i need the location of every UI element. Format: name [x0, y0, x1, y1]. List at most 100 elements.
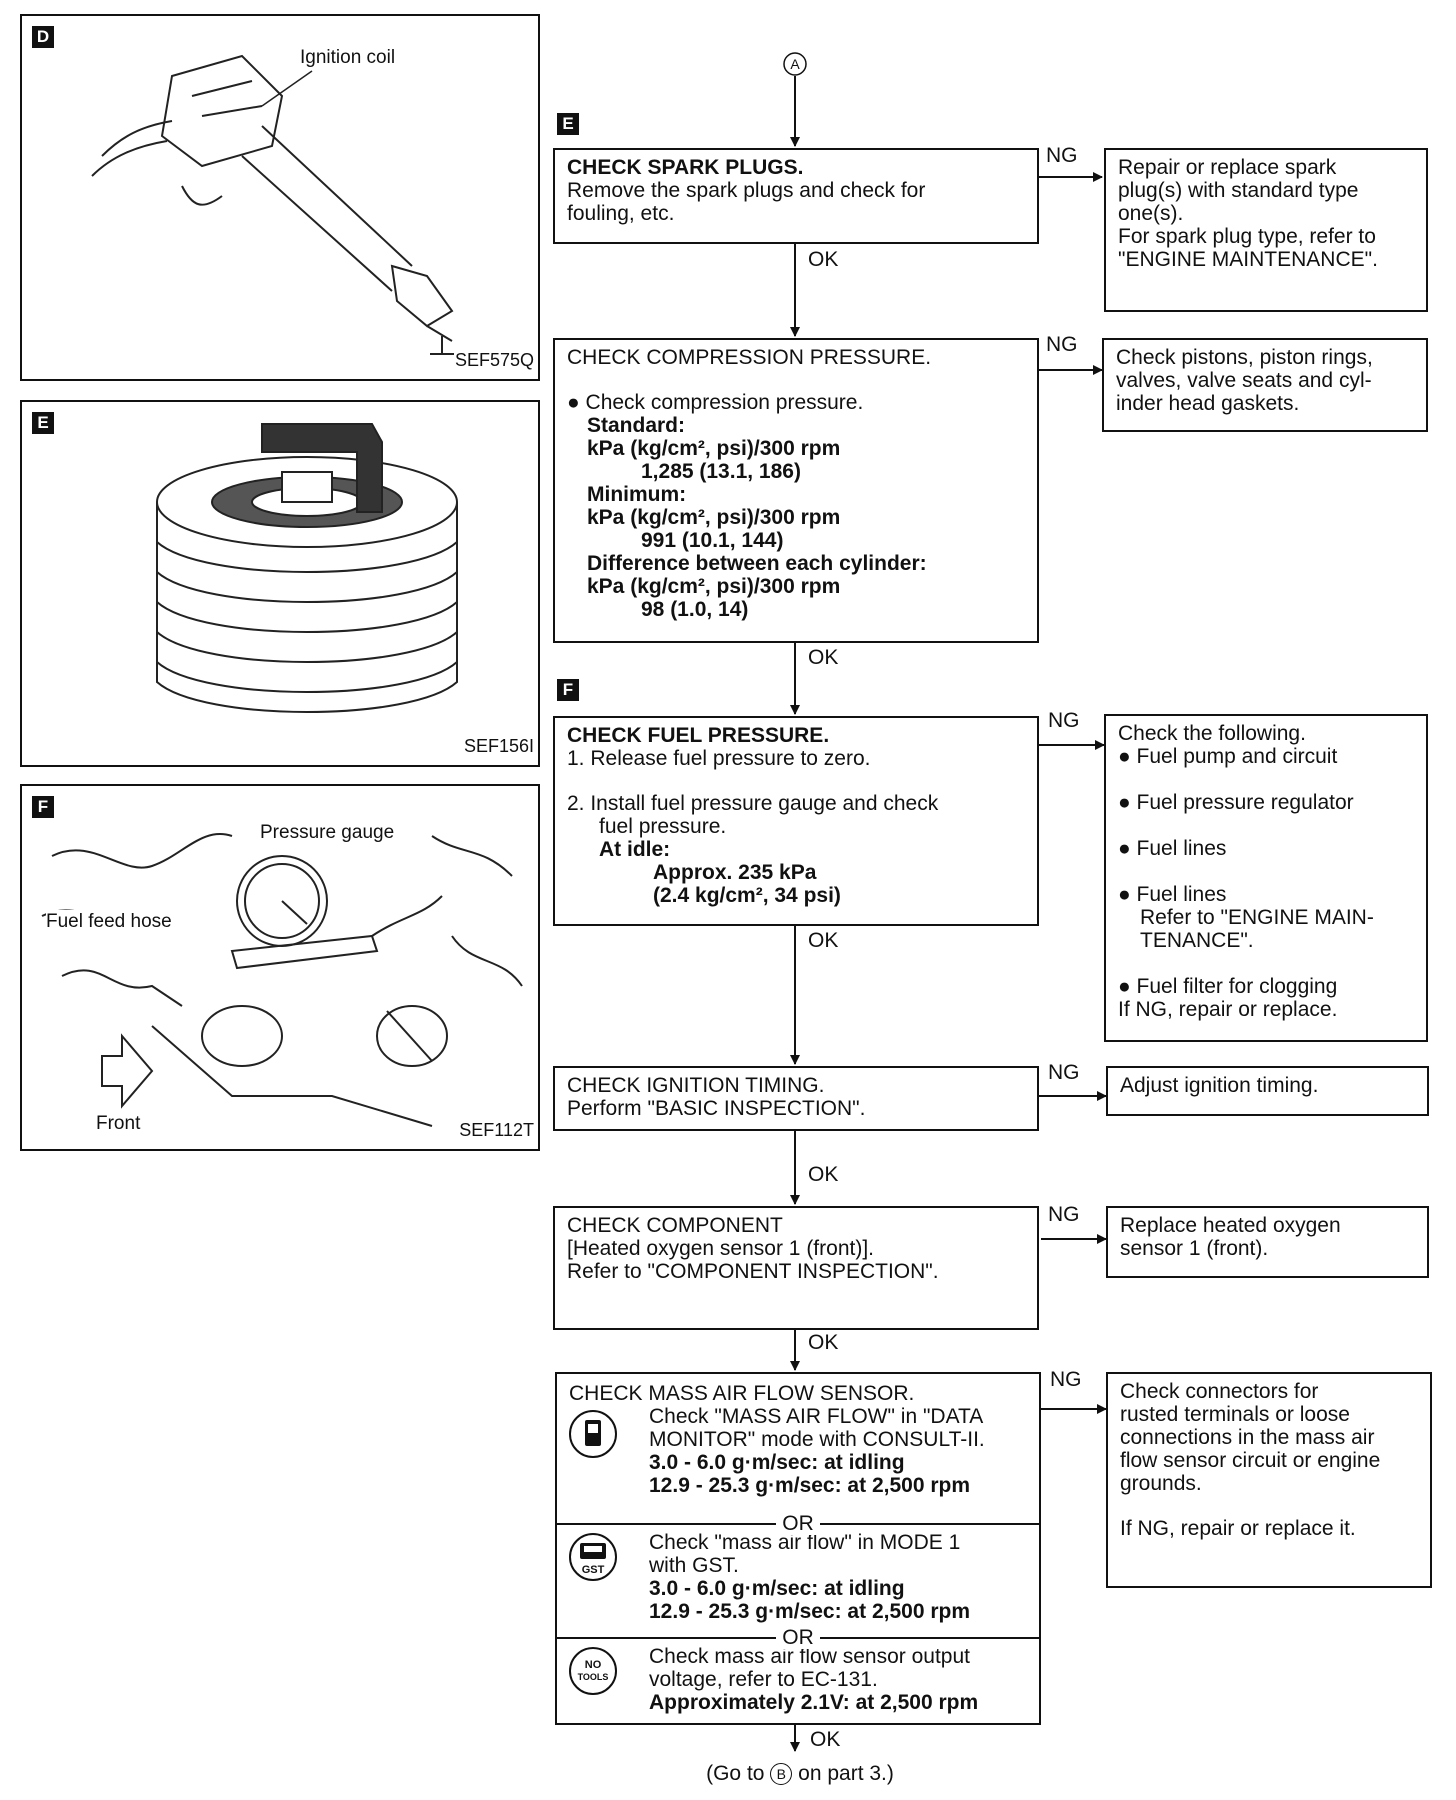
- ignition-ng-text: Adjust ignition timing.: [1120, 1074, 1319, 1097]
- check-fuel-pressure-box: CHECK FUEL PRESSURE. 1. Release fuel pre…: [553, 716, 1039, 926]
- check-fuel-pressure-title: CHECK FUEL PRESSURE.: [567, 724, 830, 747]
- ok-label-ignition: OK: [808, 1163, 839, 1186]
- ignition-ng-remedy-box: Adjust ignition timing.: [1106, 1066, 1429, 1116]
- maf-section-gst: OR GST Check "mass air flow" in MODE 1 w…: [557, 1512, 1039, 1637]
- spark-ng-text-3: one(s).: [1118, 202, 1184, 225]
- spark-ng-text-5: "ENGINE MAINTENANCE".: [1118, 248, 1378, 271]
- fuel-ng-item-1: ● Fuel pump and circuit: [1118, 745, 1414, 768]
- compression-standard-label: Standard:: [587, 414, 686, 437]
- no-tools-icon: NO TOOLS: [569, 1647, 617, 1695]
- maf-consult-line-1: Check "MASS AIR FLOW" in "DATA: [649, 1405, 984, 1428]
- ng-label-compression: NG: [1046, 333, 1078, 356]
- bullet-dot: ●: [567, 391, 586, 414]
- ignition-coil-label: Ignition coil: [300, 47, 396, 68]
- fuel-feed-hose-label: Fuel feed hose: [46, 910, 172, 933]
- check-spark-plugs-text-2: fouling, etc.: [567, 202, 675, 225]
- check-spark-plugs-box: CHECK SPARK PLUGS. Remove the spark plug…: [553, 148, 1039, 244]
- go-to-prefix: (Go to: [706, 1762, 765, 1785]
- check-spark-plugs-title: CHECK SPARK PLUGS.: [567, 156, 804, 179]
- fuel-ng-item-3-text: Fuel lines: [1136, 837, 1227, 860]
- panel-f: F Pressure gauge Fuel feed hose Front SE…: [20, 784, 540, 1151]
- fuel-ng-item-4: ● Fuel lines: [1118, 883, 1414, 906]
- check-compression-box: CHECK COMPRESSION PRESSURE. ● Check comp…: [553, 338, 1039, 643]
- maf-consult-line-2: MONITOR" mode with CONSULT-II.: [649, 1428, 985, 1451]
- maf-gst-line-1: Check "mass air flow" in MODE 1: [649, 1531, 961, 1554]
- bullet-dot: ●: [1118, 837, 1137, 860]
- compression-ng-text-2: valves, valve seats and cyl-: [1116, 369, 1372, 392]
- gst-device-glyph: [580, 1543, 606, 1559]
- bullet-dot: ●: [1118, 791, 1137, 814]
- fuel-ng-item-5-text: Fuel filter for clogging: [1136, 975, 1338, 998]
- check-compression-title: CHECK COMPRESSION PRESSURE.: [567, 346, 932, 369]
- ng-label-maf: NG: [1050, 1368, 1082, 1391]
- fuel-ng-item-2: ● Fuel pressure regulator: [1118, 791, 1414, 814]
- panel-d: D Ignition coil SEF575Q: [20, 14, 540, 381]
- front-label: Front: [96, 1113, 141, 1134]
- component-ng-text-2: sensor 1 (front).: [1120, 1237, 1269, 1260]
- maf-ng-text-4: flow sensor circuit or engine: [1120, 1449, 1381, 1472]
- fuel-ng-remedy-box: Check the following. ● Fuel pump and cir…: [1104, 714, 1428, 1042]
- ignition-coil-illustration: [91, 54, 454, 355]
- spark-ng-text-1: Repair or replace spark: [1118, 156, 1337, 179]
- compression-value-standard: 1,285 (13.1, 186): [641, 460, 801, 483]
- ok-label-maf: OK: [810, 1728, 841, 1751]
- fuel-ng-item-3: ● Fuel lines: [1118, 837, 1414, 860]
- fuel-step-2b: fuel pressure.: [599, 815, 727, 838]
- spark-ng-text-4: For spark plug type, refer to: [1118, 225, 1376, 248]
- compression-ng-remedy-box: Check pistons, piston rings, valves, val…: [1102, 338, 1428, 432]
- ok-label-spark: OK: [808, 248, 839, 271]
- section-f-tag: F: [557, 679, 579, 701]
- fuel-ng-item-4-ref-2: TENANCE".: [1140, 929, 1254, 952]
- check-ignition-timing-text: Perform "BASIC INSPECTION".: [567, 1097, 866, 1120]
- ok-label-fuel: OK: [808, 929, 839, 952]
- compression-value-minimum: 991 (10.1, 144): [641, 529, 784, 552]
- maf-gst-spec-2500: 12.9 - 25.3 g·m/sec: at 2,500 rpm: [649, 1600, 970, 1623]
- compression-value-difference: 98 (1.0, 14): [641, 598, 749, 621]
- fuel-step-1: 1. Release fuel pressure to zero.: [567, 747, 871, 770]
- no-tools-icon-line-1: NO: [584, 1659, 602, 1671]
- component-ng-text-1: Replace heated oxygen: [1120, 1214, 1341, 1237]
- maf-section-no-tools: OR NO TOOLS Check mass air flow sensor o…: [557, 1626, 1039, 1723]
- compression-ng-text-1: Check pistons, piston rings,: [1116, 346, 1373, 369]
- panel-d-tag: D: [32, 26, 54, 48]
- ng-label-component: NG: [1048, 1203, 1080, 1226]
- fuel-ng-head: Check the following.: [1118, 722, 1306, 745]
- fuel-ng-item-1-text: Fuel pump and circuit: [1136, 745, 1338, 768]
- maf-no-tools-line-2: voltage, refer to EC-131.: [649, 1668, 878, 1691]
- or-label-2: OR: [557, 1626, 1039, 1649]
- or-text: OR: [776, 1626, 820, 1649]
- bullet-dot: ●: [1118, 745, 1137, 768]
- panel-d-code: SEF575Q: [454, 350, 534, 370]
- maf-gst-text: Check "mass air flow" in MODE 1 with GST…: [569, 1531, 1027, 1623]
- maf-no-tools-line-1: Check mass air flow sensor output: [649, 1645, 970, 1668]
- bullet-dot: ●: [1118, 975, 1137, 998]
- spark-plug-illustration: [156, 423, 458, 713]
- check-component-text-2: Refer to "COMPONENT INSPECTION".: [567, 1260, 939, 1283]
- ng-label-ignition: NG: [1048, 1061, 1080, 1084]
- maf-ng-remedy-box: Check connectors for rusted terminals or…: [1106, 1372, 1432, 1588]
- maf-consult-text: Check "MASS AIR FLOW" in "DATA MONITOR" …: [569, 1405, 1027, 1497]
- ng-label-spark: NG: [1046, 144, 1078, 167]
- fuel-ng-item-2-text: Fuel pressure regulator: [1136, 791, 1354, 814]
- bullet-dot: ●: [1118, 883, 1137, 906]
- compression-unit-2: kPa (kg/cm², psi)/300 rpm: [587, 506, 841, 529]
- panel-e: E SEF156I: [20, 400, 540, 767]
- maf-gst-spec-idle: 3.0 - 6.0 g·m/sec: at idling: [649, 1577, 905, 1600]
- fuel-ng-item-6: If NG, repair or replace.: [1118, 998, 1338, 1021]
- fuel-step-2a: 2. Install fuel pressure gauge and check: [567, 792, 939, 815]
- compression-ng-text-3: inder head gaskets.: [1116, 392, 1300, 415]
- ok-label-compression: OK: [808, 646, 839, 669]
- gst-icon-label: GST: [581, 1564, 605, 1576]
- ok-label-component: OK: [808, 1331, 839, 1354]
- connector-a-label: A: [790, 56, 800, 72]
- compression-minimum-label: Minimum:: [587, 483, 687, 506]
- maf-consult-spec-idle: 3.0 - 6.0 g·m/sec: at idling: [649, 1451, 905, 1474]
- maf-gst-line-2: with GST.: [649, 1554, 739, 1577]
- go-to-suffix: on part 3.): [798, 1762, 894, 1785]
- or-label-1: OR: [557, 1512, 1039, 1535]
- maf-consult-spec-2500: 12.9 - 25.3 g·m/sec: at 2,500 rpm: [649, 1474, 970, 1497]
- spark-ng-remedy-box: Repair or replace spark plug(s) with sta…: [1104, 148, 1428, 312]
- check-ignition-timing-title: CHECK IGNITION TIMING.: [567, 1074, 825, 1097]
- check-ignition-timing-box: CHECK IGNITION TIMING. Perform "BASIC IN…: [553, 1066, 1039, 1131]
